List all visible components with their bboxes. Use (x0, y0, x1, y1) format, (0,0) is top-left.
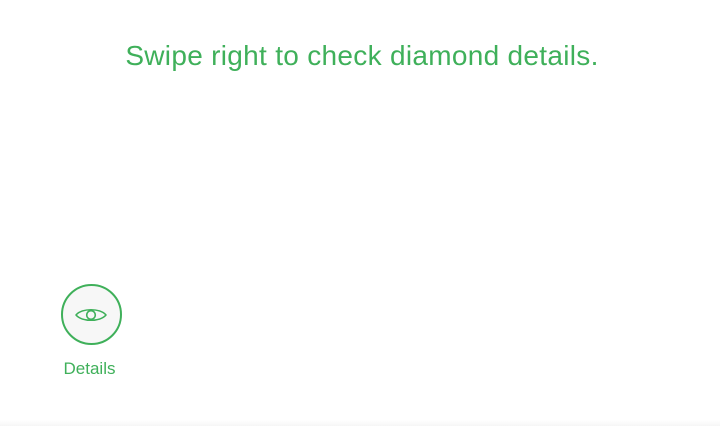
details-label: Details (63, 359, 116, 378)
eye-icon (75, 308, 107, 321)
details-button[interactable]: Details (58, 284, 124, 379)
details-circle[interactable] (60, 284, 122, 345)
bottom-divider (0, 420, 720, 426)
swipe-instruction: Swipe right to check diamond details. (125, 40, 599, 71)
